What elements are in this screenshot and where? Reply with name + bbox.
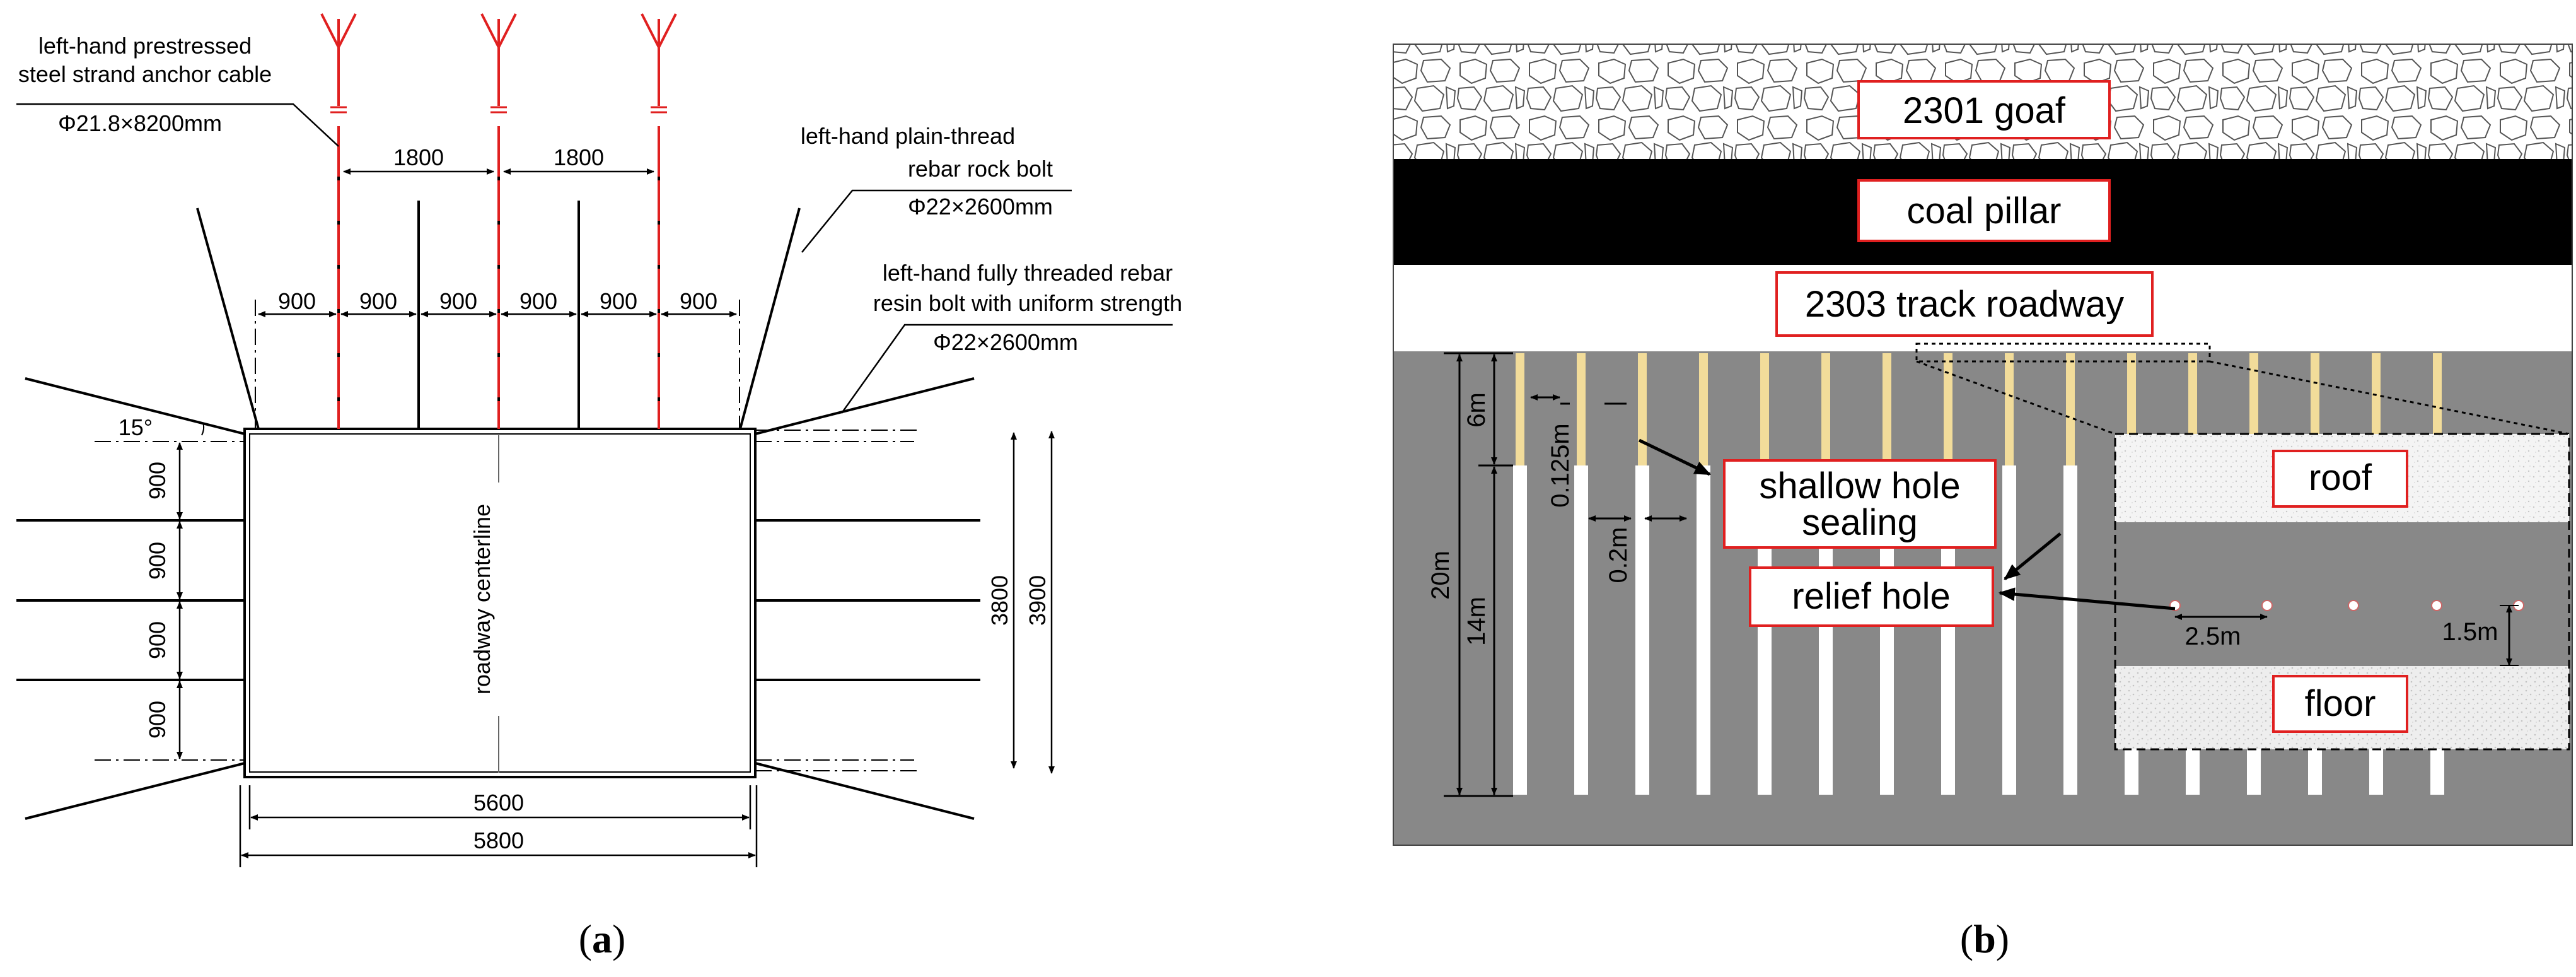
shallow-seal-label-2: sealing — [1802, 502, 1918, 543]
relief-hole — [1697, 465, 1710, 795]
resin-bolt-spec: Φ22×2600mm — [933, 329, 1078, 355]
roof-label: roof — [2309, 457, 2372, 498]
roof-label-box — [2272, 450, 2408, 508]
panel-b: 2301 goaf coal pillar 2303 track roadway… — [1393, 44, 2573, 961]
relief-hole — [2002, 465, 2016, 795]
resin-bolt-label-1: left-hand fully threaded rebar — [883, 260, 1173, 286]
depth-relief-label: 14m — [1463, 597, 1490, 646]
callout-arrows — [1638, 438, 2176, 611]
width-dims — [239, 785, 758, 867]
width-inner-label: 5600 — [473, 790, 524, 816]
bolt-spacing-label: 900 — [600, 288, 637, 314]
hole-sealing — [1577, 353, 1586, 465]
anchor-cable-label-1: left-hand prestressed — [38, 33, 252, 59]
hole-sealing — [1516, 353, 1524, 465]
angle-arc — [201, 422, 205, 436]
relief-hole — [1574, 465, 1588, 795]
goaf-label-box — [1857, 80, 2111, 139]
roof-bolts — [196, 201, 801, 430]
hole-sealing — [1638, 353, 1647, 465]
side-spacing-label: 900 — [144, 621, 170, 659]
panel-b-border — [1393, 44, 2573, 846]
rock-bolt-spec: Φ22×2600mm — [908, 194, 1053, 219]
depth-sealing-label: 6m — [1463, 392, 1490, 428]
rock-bolt-label-2: rebar rock bolt — [908, 156, 1053, 182]
bolt-spacing-label: 900 — [359, 288, 397, 314]
hole-height-label: 1.5m — [2442, 618, 2498, 646]
coal-pillar-label-box — [1857, 179, 2111, 242]
relief-hole-label-box — [1749, 566, 1994, 627]
roadway-label: 2303 track roadway — [1805, 284, 2124, 325]
relief-hole — [2063, 465, 2077, 795]
relief-hole — [1513, 465, 1527, 795]
hole-sealing — [1821, 353, 1830, 465]
anchor-cables — [320, 13, 677, 429]
hole-sealing — [1699, 353, 1708, 465]
inset-hole — [2261, 600, 2273, 611]
hole-sealing — [1760, 353, 1769, 465]
side-spacing-label: 900 — [144, 542, 170, 580]
anchor-cable-label-2: steel strand anchor cable — [18, 61, 272, 87]
roadway-inner-outline — [249, 433, 751, 773]
height-outer-label: 3900 — [1024, 575, 1050, 626]
resin-bolt-label-2: resin bolt with uniform strength — [873, 290, 1182, 316]
side-spacing-label: 900 — [144, 462, 170, 500]
hole-diameter-label: 0.2m — [1604, 527, 1632, 583]
hole-sealing — [1944, 353, 1952, 465]
bolt-spacing-label: 900 — [278, 288, 316, 314]
cable-spacing-label: 1800 — [393, 144, 444, 170]
height-dims — [1011, 431, 1055, 774]
inset-coal — [2115, 522, 2569, 666]
shallow-seal-label-1: shallow hole — [1759, 465, 1960, 506]
cable-spacing-label: 1800 — [554, 144, 604, 170]
goaf-label: 2301 goaf — [1903, 90, 2066, 131]
depth-dims — [1444, 352, 1687, 797]
anchor-cable — [320, 13, 357, 429]
zoom-guide — [1916, 360, 2116, 435]
hole-sealing — [2066, 353, 2075, 465]
panel-a: left-hand prestressed steel strand ancho… — [16, 13, 1182, 961]
bolt-spacing-label: 900 — [680, 288, 717, 314]
inset-hole — [2431, 600, 2442, 611]
hole-spacing-label: 2.5m — [2185, 623, 2241, 650]
side-spacing-label: 900 — [144, 701, 170, 739]
panel-b-caption: (b) — [1960, 916, 2009, 961]
floor-label-box — [2272, 675, 2408, 733]
depth-total-label: 20m — [1427, 551, 1454, 600]
rock-bolt-label-1: left-hand plain-thread — [801, 123, 1015, 149]
bolt-spacing-label: 900 — [439, 288, 477, 314]
angle-label: 15° — [119, 414, 153, 440]
panel-a-caption: (a) — [579, 916, 626, 961]
roadway-label-box — [1775, 271, 2154, 337]
width-outer-label: 5800 — [473, 828, 524, 853]
anchor-cable-spec: Φ21.8×8200mm — [58, 110, 222, 136]
centerline-label-bg — [474, 483, 502, 716]
shallow-seal-label-box — [1723, 459, 1997, 549]
zoom-guide — [2209, 360, 2570, 435]
coal-pillar-label: coal pillar — [1907, 190, 2062, 231]
hole-sealing — [2005, 353, 2014, 465]
relief-hole — [1635, 465, 1649, 795]
anchor-cable — [480, 13, 517, 429]
layer-labels — [1723, 80, 2408, 733]
floor-label: floor — [2305, 683, 2376, 724]
inset-border — [2114, 433, 2570, 751]
leader-lines — [16, 103, 1173, 414]
relief-hole-label: relief hole — [1792, 576, 1950, 617]
seal-diameter-label: 0.125m — [1546, 423, 1574, 507]
bolt-spacing-label: 900 — [519, 288, 557, 314]
centerline-label: roadway centerline — [469, 504, 495, 694]
hole-sealing — [1883, 353, 1891, 465]
height-inner-label: 3800 — [987, 575, 1012, 626]
inset-hole — [2348, 600, 2359, 611]
side-bolts — [16, 377, 980, 820]
zoom-source-box — [1915, 342, 2211, 363]
reference-lines — [95, 300, 920, 771]
anchor-cable — [641, 13, 677, 429]
